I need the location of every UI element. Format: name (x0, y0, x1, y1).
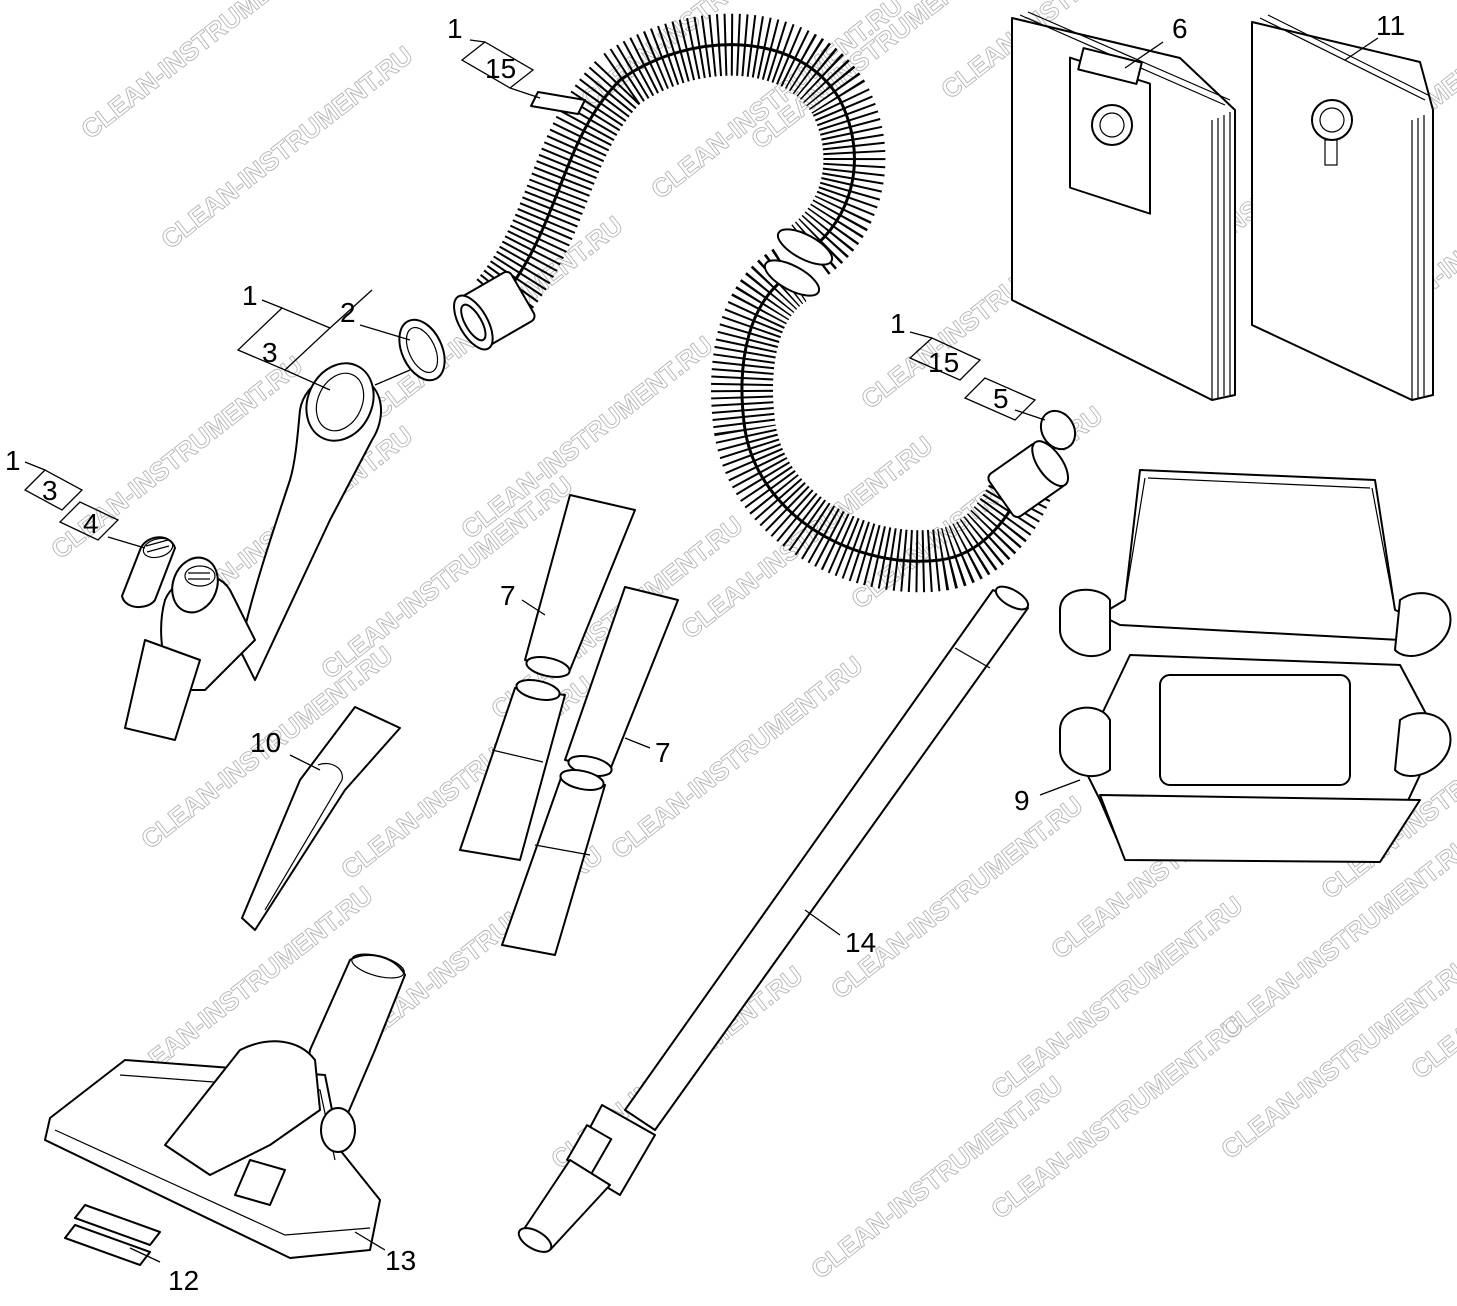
callout-slider-1: 1 (5, 445, 21, 476)
callout-hose-top-1: 1 (447, 13, 463, 44)
callout-handle-2: 2 (340, 297, 356, 328)
callout-floor-13: 13 (385, 1245, 416, 1276)
callout-tube-7b: 7 (655, 737, 671, 768)
suction-hose (453, 13, 1070, 593)
callout-holder-9: 9 (1014, 785, 1030, 816)
crevice-nozzle (241, 706, 401, 931)
callout-handle-3: 3 (262, 337, 278, 368)
watermark-text: CLEAN-INSTRUMENT.RU (155, 40, 418, 255)
telescopic-tube (517, 585, 1030, 1253)
callout-hose-end-5: 5 (993, 383, 1009, 414)
callout-hose-end-1: 1 (890, 308, 906, 339)
leader-lines (23, 37, 1379, 1263)
slider-valve (121, 536, 176, 608)
callout-tube-14: 14 (845, 927, 876, 958)
o-ring (1039, 409, 1077, 451)
hose-ring (398, 318, 446, 382)
extension-tubes-7 (459, 494, 679, 956)
callout-crevice-10: 10 (250, 727, 281, 758)
callout-handle-1: 1 (242, 280, 258, 311)
floor-nozzle (44, 953, 406, 1259)
hose-handle (124, 362, 383, 741)
callout-slider-4: 4 (83, 508, 99, 539)
callout-slider-3: 3 (42, 475, 58, 506)
callout-bag-11: 11 (1376, 10, 1405, 41)
filter-bags-11 (1251, 14, 1434, 401)
nozzle-strips (64, 1204, 161, 1266)
callout-hose-top-15: 15 (485, 53, 516, 84)
filter-bags-6 (1011, 11, 1236, 401)
callout-hose-end-15: 15 (928, 347, 959, 378)
accessory-holder (1059, 469, 1452, 863)
callout-labels: 1 15 1 2 3 1 3 4 1 15 5 6 11 7 7 10 9 14… (5, 10, 1405, 1296)
callout-bag-6: 6 (1172, 13, 1188, 44)
callout-tube-7a: 7 (500, 580, 516, 611)
callout-strips-12: 12 (168, 1265, 199, 1296)
